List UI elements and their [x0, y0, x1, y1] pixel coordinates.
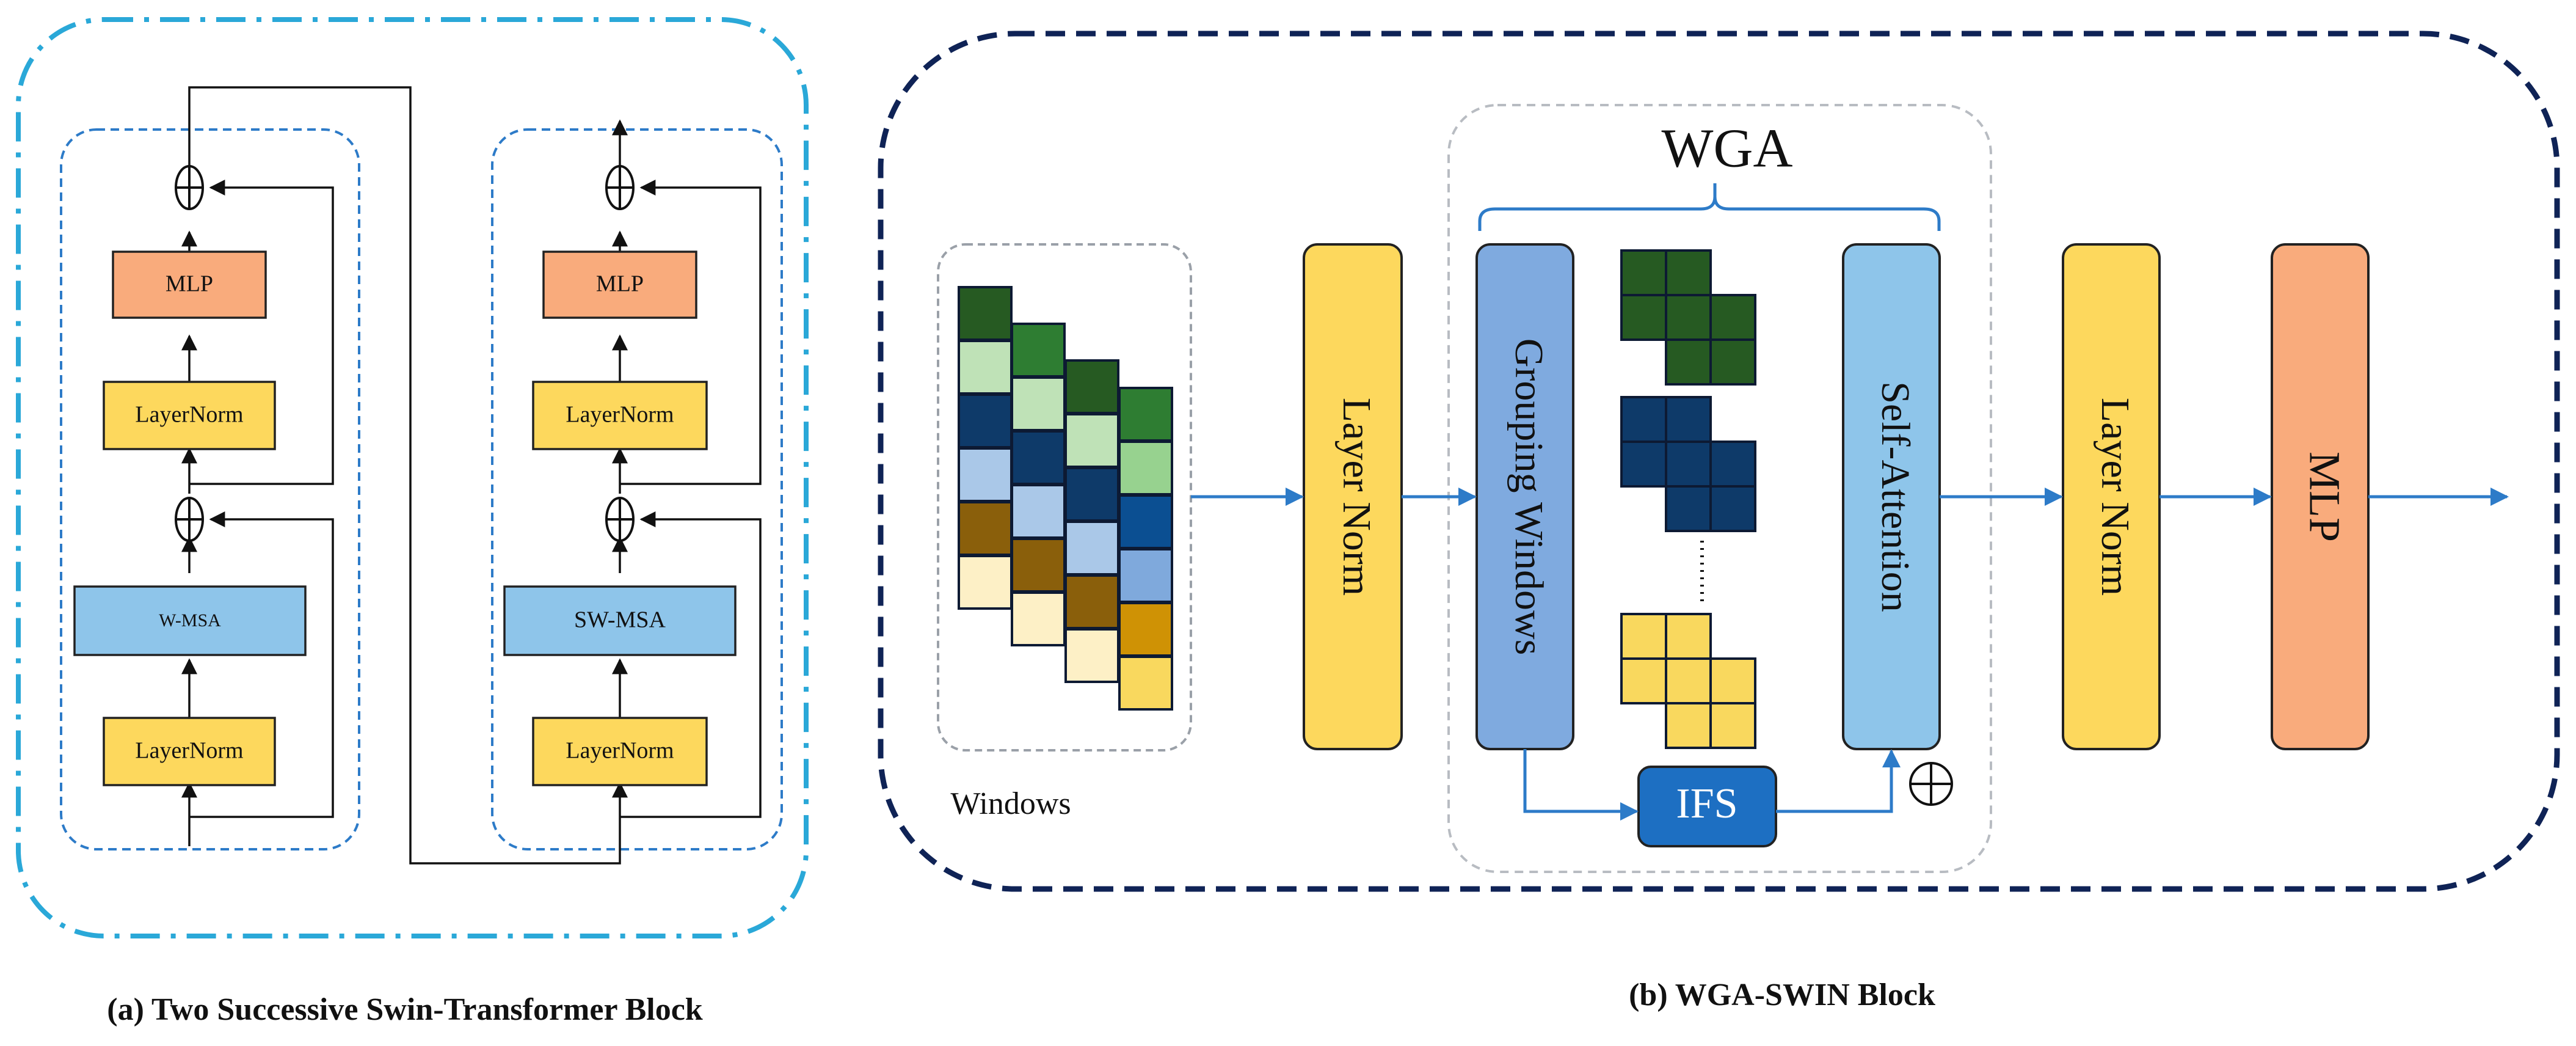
- grouped-window-cell: [1709, 657, 1756, 704]
- window-cell: [1118, 602, 1173, 657]
- add-icon: [1909, 762, 1953, 806]
- block1-mlp-label: MLP: [166, 271, 213, 297]
- window-cell: [1064, 359, 1119, 414]
- block1-mlp-box: [112, 251, 267, 319]
- layer-norm-2-label: Layer Norm: [2093, 398, 2138, 596]
- block2-mlp-box: [542, 251, 697, 319]
- window-cell: [958, 447, 1013, 502]
- ifs-box: [1637, 766, 1777, 847]
- grouped-window-cell: [1620, 613, 1667, 660]
- window-cell: [1064, 628, 1119, 683]
- wga-brace: [1478, 183, 1941, 231]
- ifs-label: IFS: [1676, 780, 1737, 827]
- window-cell: [1118, 656, 1173, 711]
- windows-label: Windows: [950, 786, 1071, 821]
- block2: MLP LayerNorm SW-MSA LayerNorm: [503, 165, 737, 786]
- grouping-windows-label: Grouping Windows: [1507, 338, 1551, 656]
- block2-layernorm-top-box: [532, 381, 708, 450]
- window-cell: [958, 286, 1013, 341]
- grouped-window-cell: [1620, 396, 1667, 443]
- windows-grid: [958, 286, 1173, 711]
- block1-layernorm-top-box: [103, 381, 276, 450]
- window-cell: [1118, 548, 1173, 603]
- panel-b-outer-border: [878, 31, 2560, 892]
- window-cell: [1064, 467, 1119, 522]
- panel-a-outer-border: [16, 17, 809, 938]
- grouped-window-cell: [1709, 485, 1756, 532]
- block1-layernorm-bottom-box: [103, 717, 276, 786]
- grouped-window-cell: [1665, 338, 1712, 386]
- mlp-label: MLP: [2300, 452, 2349, 542]
- grouped-window-cell: [1665, 396, 1712, 443]
- panel-b-wga-swin-block: Windows Layer Norm WGA Grouping Windows …: [878, 31, 2560, 1012]
- block1-add-icon-top: [175, 165, 204, 210]
- grouped-window-cell: [1709, 441, 1756, 488]
- block1: MLP LayerNorm W-MSA LayerNorm: [73, 165, 307, 786]
- block1-wmsa-label: W-MSA: [159, 610, 221, 631]
- wga-dashed-border: [1447, 104, 1992, 873]
- grouped-window-cell: [1665, 702, 1712, 749]
- layer-norm-1-label: Layer Norm: [1334, 398, 1379, 596]
- window-cell: [1064, 521, 1119, 576]
- block2-swmsa-label: SW-MSA: [574, 607, 666, 633]
- block1-layernorm-top-label: LayerNorm: [135, 402, 243, 428]
- grouped-window-cell: [1665, 249, 1712, 296]
- block1-connectors: [181, 86, 628, 865]
- panel-b-arrows: [1191, 488, 2509, 821]
- grouped-windows-shapes: [1620, 249, 1756, 749]
- arrow-grouping-to-ifs: [1523, 749, 1639, 821]
- block2-dashed-border: [491, 128, 783, 850]
- grouped-window-cell: [1665, 485, 1712, 532]
- window-cell: [1011, 591, 1066, 646]
- grouped-window-cell: [1620, 657, 1667, 704]
- block1-add-icon-bottom: [175, 497, 204, 542]
- grouped-window-cell: [1620, 294, 1667, 341]
- window-cell: [1118, 387, 1173, 442]
- window-cell: [1011, 538, 1066, 593]
- grouped-window-cell: [1665, 657, 1712, 704]
- arrow-ifs-to-selfattention: [1776, 749, 1901, 813]
- window-cell: [958, 555, 1013, 610]
- panel-b-caption: (b) WGA-SWIN Block: [1629, 978, 1935, 1012]
- block2-layernorm-bottom-label: LayerNorm: [566, 738, 674, 764]
- block2-layernorm-top-label: LayerNorm: [566, 402, 674, 428]
- block2-swmsa-box: [503, 585, 737, 656]
- wga-label: WGA: [1662, 119, 1793, 179]
- window-cell: [1118, 441, 1173, 496]
- grouped-window-cell: [1665, 294, 1712, 341]
- window-cell: [958, 340, 1013, 395]
- window-cell: [1011, 376, 1066, 431]
- self-attention-label: Self-Attention: [1873, 381, 1918, 612]
- panel-a-caption: (a) Two Successive Swin-Transformer Bloc…: [107, 992, 703, 1027]
- grouped-window-cell: [1709, 294, 1756, 341]
- grouped-window-cell: [1620, 441, 1667, 488]
- window-cell: [958, 501, 1013, 556]
- grouped-window-cell: [1620, 249, 1667, 296]
- window-cell: [1064, 574, 1119, 629]
- block2-mlp-label: MLP: [596, 271, 644, 297]
- block1-layernorm-bottom-label: LayerNorm: [135, 738, 243, 764]
- block2-connectors: [612, 119, 762, 818]
- window-cell: [1011, 323, 1066, 378]
- block1-dashed-border: [60, 128, 360, 850]
- block2-layernorm-bottom-box: [532, 717, 708, 786]
- block1-wmsa-box: [73, 585, 307, 656]
- window-cell: [1011, 430, 1066, 485]
- block2-add-icon-top: [605, 165, 635, 210]
- grouped-window-cell: [1665, 441, 1712, 488]
- block2-add-icon-bottom: [605, 497, 635, 542]
- grouped-window-cell: [1665, 613, 1712, 660]
- panel-a-swin-blocks: MLP LayerNorm W-MSA LayerNorm MLP: [16, 17, 809, 1027]
- window-cell: [958, 393, 1013, 448]
- grouped-window-cell: [1709, 702, 1756, 749]
- grouped-window-cell: [1709, 338, 1756, 386]
- window-cell: [1011, 484, 1066, 539]
- window-cell: [1064, 413, 1119, 468]
- window-cell: [1118, 494, 1173, 549]
